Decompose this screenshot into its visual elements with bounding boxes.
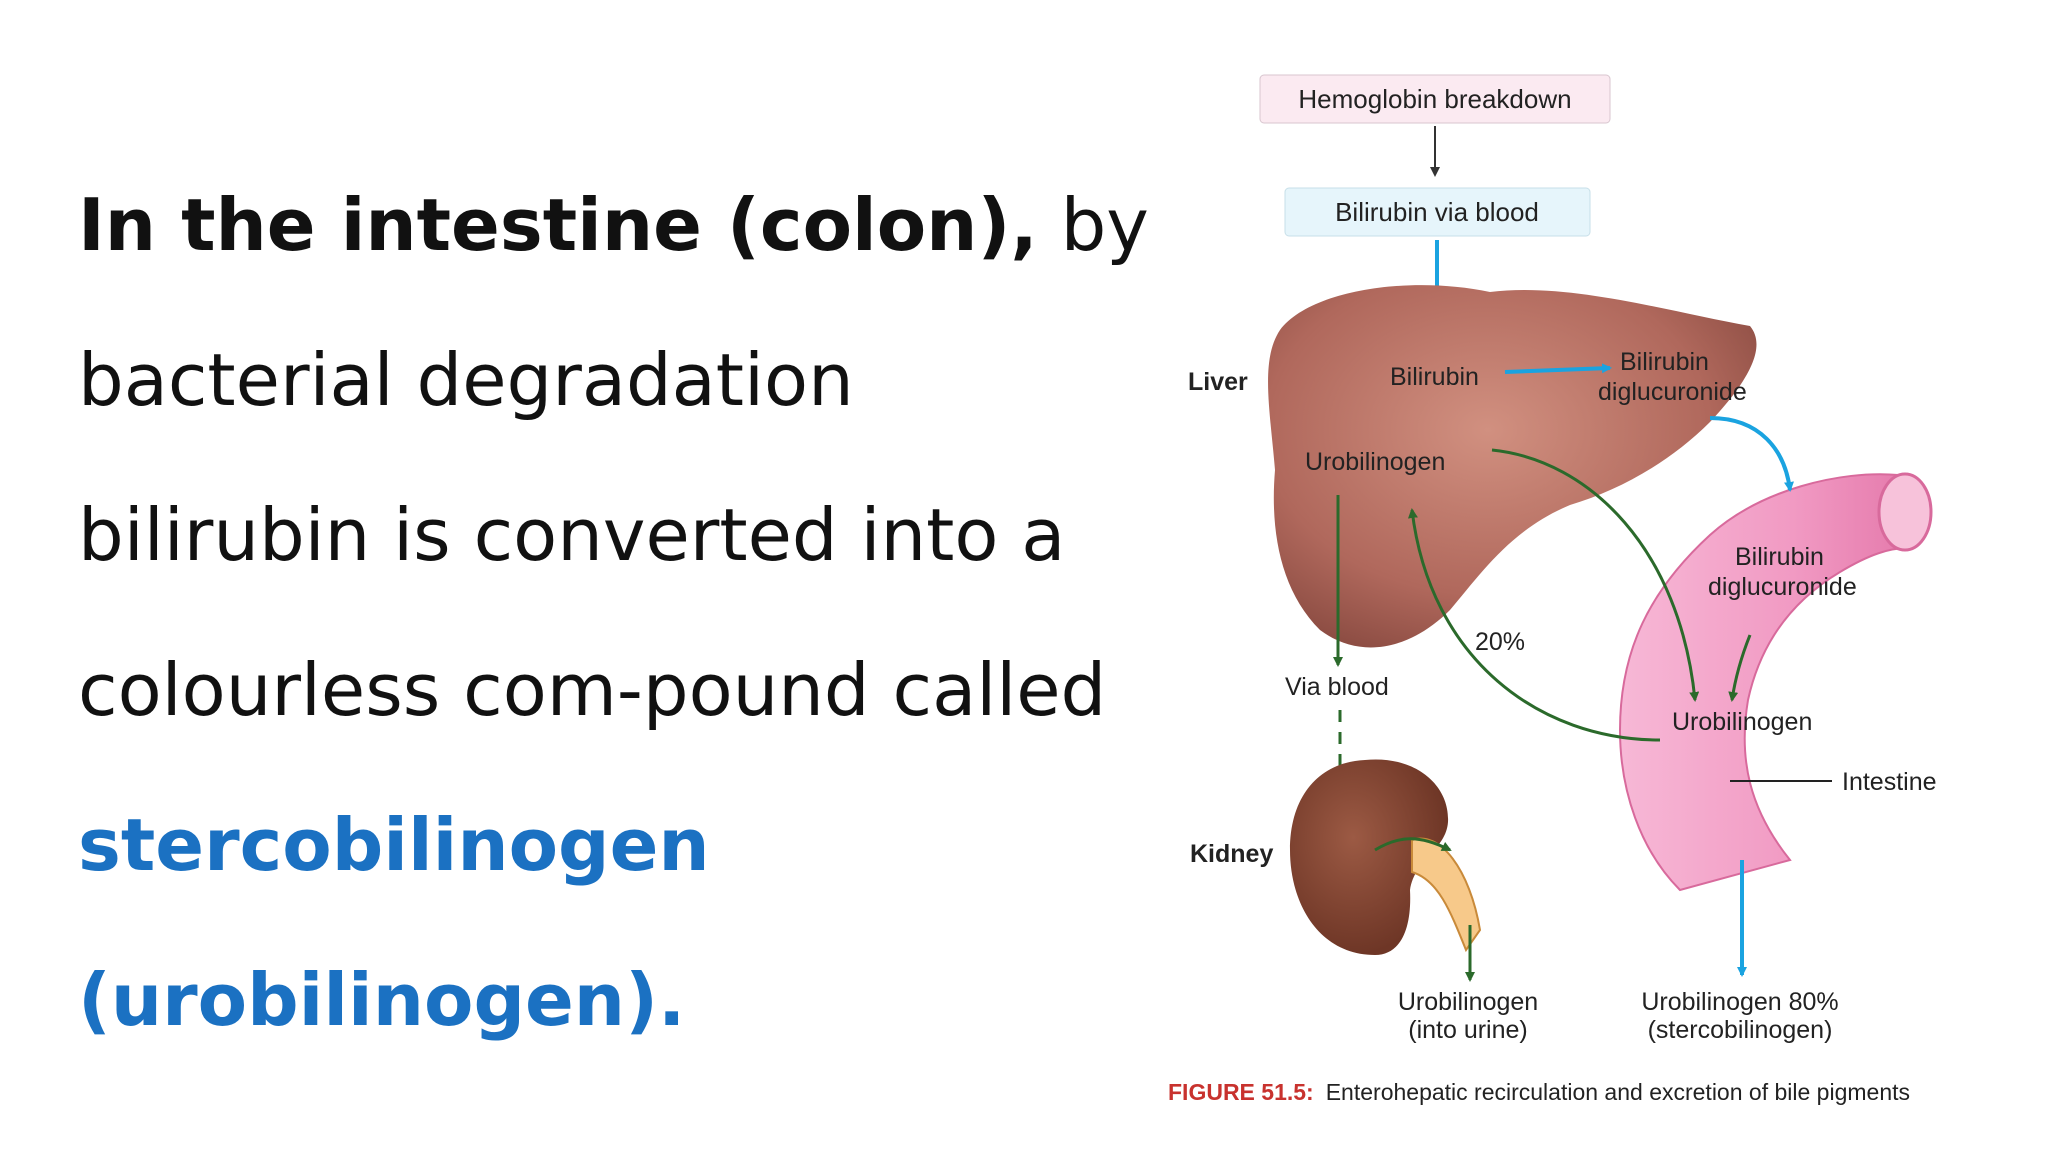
highlight-urobilinogen: (urobilinogen). — [78, 958, 686, 1042]
liver-label: Liver — [1188, 368, 1248, 396]
via-blood-label: Via blood — [1285, 673, 1389, 701]
arrow-liver-urobilinogen-to-intestine — [1491, 448, 1700, 702]
text-line-4: colourless com-pound called — [78, 648, 1107, 732]
bile-pigment-diagram: Hemoglobin breakdown Bilirubin via blood… — [1168, 74, 1937, 1105]
arrow-intestine-diglucuronide-to-urobilinogen — [1728, 634, 1752, 702]
arrow-recirculation-20 — [1407, 508, 1661, 742]
urine-label-1: Urobilinogen — [1398, 988, 1538, 1016]
liver-diglucuronide-label-2: diglucuronide — [1598, 378, 1747, 406]
liver-urobilinogen-label: Urobilinogen — [1305, 448, 1445, 476]
intestine-opening — [1877, 472, 1933, 552]
intestine-label: Intestine — [1842, 768, 1937, 796]
urine-label-2: (into urine) — [1408, 1016, 1528, 1044]
bilirubin-blood-box — [1284, 187, 1591, 237]
bilirubin-blood-label: Bilirubin via blood — [1335, 197, 1539, 227]
figure-caption: FIGURE 51.5: Enterohepatic recirculation … — [1168, 1079, 1910, 1105]
arrow-kidney-to-ureter — [1374, 837, 1452, 852]
liver-diglucuronide-label-1: Bilirubin — [1620, 348, 1709, 376]
sterco-label-1: Urobilinogen 80% — [1641, 988, 1838, 1016]
arrow-diglucuronide-to-intestine — [1709, 416, 1794, 492]
liver-shape — [1268, 285, 1757, 648]
hemoglobin-box — [1259, 74, 1611, 124]
text-line-1: In the intestine (colon), by — [78, 170, 1149, 325]
intestine-diglucuronide-label-2: diglucuronide — [1708, 573, 1857, 601]
text-line-2: bacterial degradation — [78, 338, 854, 422]
caption-text: Enterohepatic recirculation and excretio… — [1326, 1079, 1910, 1105]
intestine-diglucuronide-label-1: Bilirubin — [1735, 543, 1824, 571]
bilirubin-label: Bilirubin — [1390, 363, 1479, 391]
arrow-bilirubin-to-diglucuronide — [1504, 363, 1612, 374]
kidney-label: Kidney — [1190, 840, 1273, 868]
text-line-3: bilirubin is converted into a — [78, 493, 1066, 577]
slide-text: In the intestine (colon), by bacterial d… — [78, 170, 1149, 1100]
sterco-label-2: (stercobilinogen) — [1648, 1016, 1833, 1044]
bold-phrase: In the intestine (colon), — [78, 183, 1038, 267]
highlight-stercobilinogen: stercobilinogen — [78, 803, 710, 887]
line1-rest: by — [1037, 183, 1149, 267]
caption-label: FIGURE 51.5: — [1168, 1079, 1314, 1105]
kidney-shape — [1290, 759, 1449, 955]
recirculation-percent-label: 20% — [1475, 628, 1525, 656]
hemoglobin-label: Hemoglobin breakdown — [1298, 84, 1571, 114]
intestine-shape — [1618, 473, 1910, 892]
intestine-urobilinogen-label: Urobilinogen — [1672, 708, 1812, 736]
